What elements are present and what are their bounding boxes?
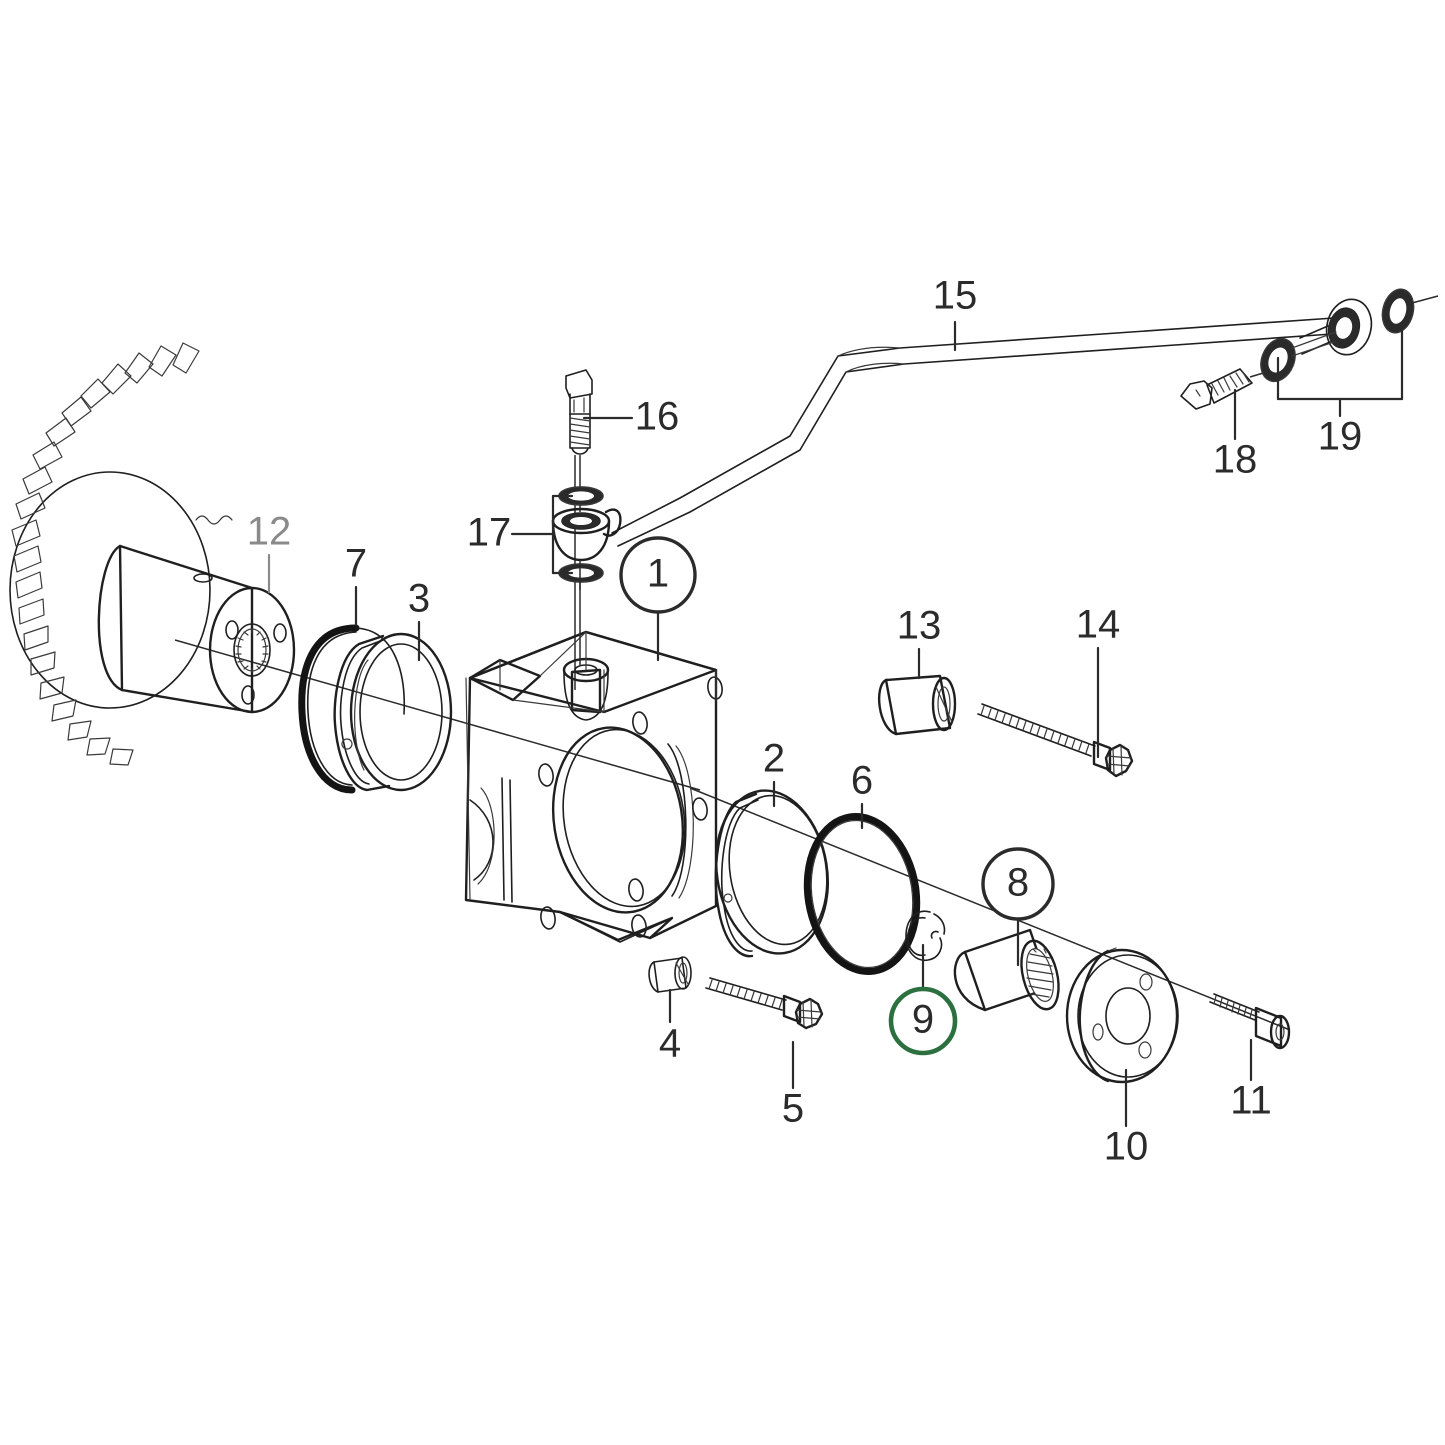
callout-1[interactable]: 1 [619, 536, 697, 662]
callout-8[interactable]: 8 [981, 847, 1055, 967]
part-sealing-washer-pair [551, 486, 622, 665]
callout-4[interactable]: 4 [659, 988, 681, 1066]
callout-7[interactable]: 7 [345, 542, 367, 627]
callout-label-12: 12 [247, 510, 292, 554]
callout-label-1: 1 [647, 552, 669, 596]
callout-label-18: 18 [1213, 438, 1258, 482]
part-sleeve-bushing [878, 674, 957, 736]
callout-label-13: 13 [897, 604, 942, 648]
part-splined-coupling [953, 928, 1060, 1012]
part-o-ring [803, 812, 921, 976]
part-twelve-point-bolt-long [977, 703, 1134, 778]
callout-label-11: 11 [1230, 1079, 1272, 1123]
callout-10[interactable]: 10 [1104, 1068, 1149, 1169]
callout-14[interactable]: 14 [1076, 603, 1121, 759]
callout-label-5: 5 [782, 1087, 804, 1131]
callout-18[interactable]: 18 [1213, 388, 1258, 482]
callout-label-7: 7 [345, 542, 367, 586]
callout-label-19: 19 [1318, 415, 1363, 459]
part-bushing-small [648, 956, 692, 993]
callout-label-3: 3 [408, 577, 430, 621]
callout-19[interactable]: 19 [1276, 328, 1404, 459]
part-ring-gear-hub [9, 342, 296, 766]
callout-6[interactable]: 6 [851, 759, 873, 830]
part-housing-body [464, 630, 723, 943]
callout-16[interactable]: 16 [582, 395, 680, 439]
callout-label-15: 15 [933, 274, 978, 318]
callout-15[interactable]: 15 [933, 274, 978, 352]
callout-2[interactable]: 2 [763, 737, 785, 808]
callout-13[interactable]: 13 [897, 604, 942, 680]
part-flange-plate [1065, 947, 1179, 1084]
part-retaining-clip [905, 910, 946, 961]
callout-11[interactable]: 11 [1230, 1038, 1272, 1123]
callout-label-4: 4 [659, 1022, 681, 1066]
callout-9[interactable]: 9 [888, 943, 958, 1056]
part-seal-ring-large [714, 789, 830, 958]
callout-label-17: 17 [467, 511, 512, 555]
callout-label-16: 16 [635, 395, 680, 439]
callout-17[interactable]: 17 [467, 494, 574, 575]
callout-label-10: 10 [1104, 1125, 1149, 1169]
callout-circle-8[interactable] [981, 847, 1055, 921]
callout-label-2: 2 [763, 737, 785, 781]
callout-circle-9[interactable] [888, 986, 958, 1056]
callout-3[interactable]: 3 [408, 577, 430, 662]
callout-label-14: 14 [1076, 603, 1121, 647]
callout-5[interactable]: 5 [782, 1040, 804, 1131]
part-hydraulic-tube [611, 317, 1335, 547]
callout-label-8: 8 [1007, 861, 1029, 905]
callout-label-9: 9 [912, 998, 934, 1042]
part-seal-ring-wide [333, 632, 453, 792]
callout-12[interactable]: 12 [247, 510, 292, 594]
part-twelve-point-flange-bolt [705, 977, 824, 1030]
part-snap-ring [298, 624, 406, 794]
callout-circle-1[interactable] [619, 536, 697, 614]
callout-label-6: 6 [851, 759, 873, 803]
part-banjo-bolt-upper [565, 369, 593, 512]
part-socket-head-bolt [1209, 993, 1291, 1050]
